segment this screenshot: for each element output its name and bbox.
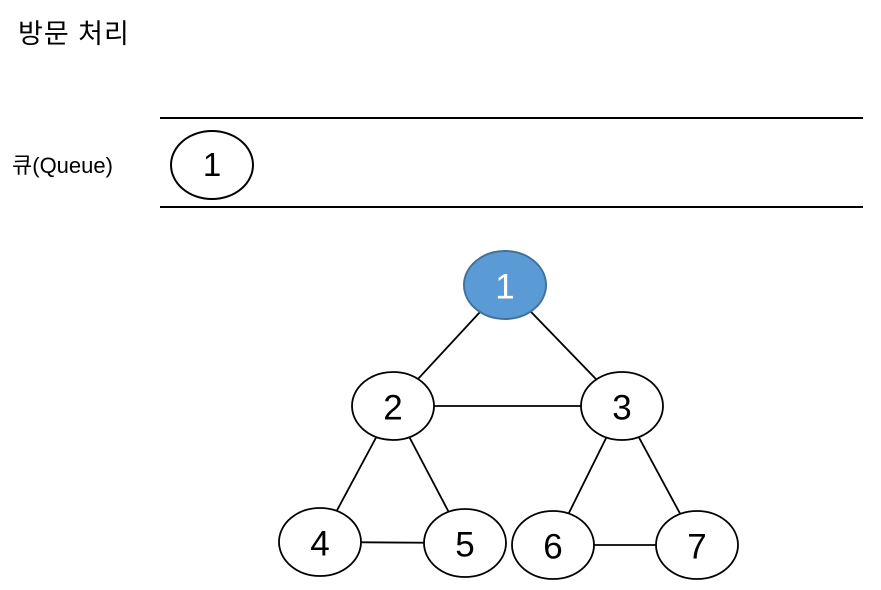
graph-node-6 (511, 510, 595, 580)
graph-node-label-2: 2 (383, 389, 402, 428)
queue-label: 큐(Queue) (12, 153, 113, 178)
graph-node-3 (580, 371, 664, 441)
graph-node-label-4: 4 (310, 525, 329, 564)
graph-node-label-7: 7 (687, 528, 706, 567)
graph-node-5 (423, 508, 507, 578)
graph-node-4 (278, 507, 362, 577)
graph-node-label-1: 1 (495, 268, 514, 307)
graph-node-2 (351, 371, 435, 441)
queue-track: 1 (160, 117, 863, 208)
queue-item: 1 (170, 130, 254, 200)
graph-node-7 (655, 510, 739, 580)
graph-node-label-5: 5 (455, 526, 474, 565)
graph-node-label-6: 6 (543, 528, 562, 567)
graph-node-label-3: 3 (612, 389, 631, 428)
graph-node-1 (463, 250, 547, 320)
page-title: 방문 처리 (18, 19, 130, 49)
